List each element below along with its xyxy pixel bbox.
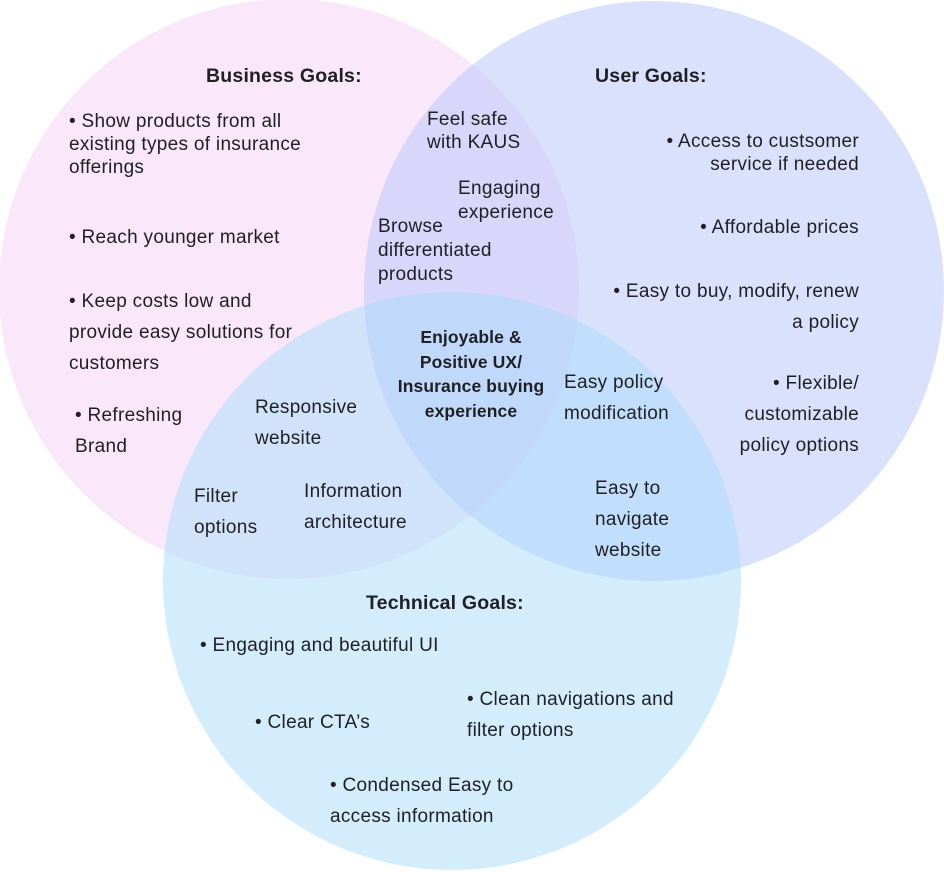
business-user-overlap-item: Engaging experience <box>458 178 554 224</box>
technical-goal-item: • Engaging and beautiful UI <box>200 635 439 656</box>
business-user-overlap-item: Feel safe with KAUS <box>427 109 521 153</box>
user-technical-overlap-item: Easy policy modification <box>564 372 669 424</box>
user-technical-overlap-item: Easy to navigate website <box>595 478 670 561</box>
business-goal-item: • Reach younger market <box>69 227 280 248</box>
business-goal-item: • Show products from all existing types … <box>69 111 301 178</box>
business-goals-heading: Business Goals: <box>206 65 362 87</box>
user-goal-item: • Affordable prices <box>700 217 859 238</box>
business-user-overlap-item: Browse differentiated products <box>378 216 492 286</box>
user-goal-item: • Flexible/ customizable policy options <box>739 373 859 456</box>
center-overlap-text: Enjoyable & Positive UX/ Insurance buyin… <box>397 327 545 421</box>
user-goal-item: • Access to custsomer service if needed <box>666 131 859 175</box>
user-goals-heading: User Goals: <box>595 65 707 87</box>
technical-goal-item: • Condensed Easy to access information <box>330 775 514 827</box>
business-goal-item: • Refreshing Brand <box>75 405 183 457</box>
business-goal-item: • Keep costs low and provide easy soluti… <box>69 291 293 374</box>
business-technical-overlap-item: Filter options <box>194 486 258 538</box>
technical-goals-heading: Technical Goals: <box>366 592 524 614</box>
technical-goal-item: • Clear CTA’s <box>255 712 371 733</box>
business-technical-overlap-item: Information architecture <box>304 481 407 533</box>
user-goal-item: • Easy to buy, modify, renew a policy <box>613 281 859 333</box>
business-technical-overlap-item: Responsive website <box>255 397 358 449</box>
technical-goals-circle <box>163 292 741 870</box>
technical-goal-item: • Clean navigations and filter options <box>467 689 674 741</box>
